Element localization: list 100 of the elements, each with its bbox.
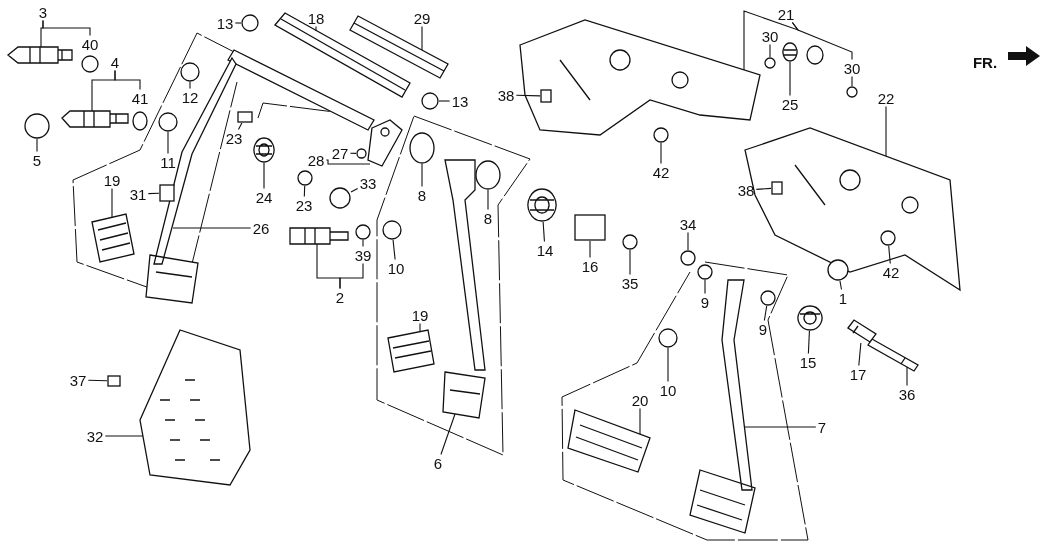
callout-number: 25 [780,96,800,112]
bushing-drawing [241,14,259,32]
leader-line [639,407,641,435]
cap-drawing [382,220,402,240]
callout-number: 19 [410,307,430,323]
leader-line [589,240,591,259]
callout-number: 28 [306,152,326,168]
accelerator-pedal-drawing [689,279,756,534]
leader-line [687,231,689,251]
pedal-bracket-drawing [519,19,761,136]
leader-line [36,138,38,153]
leader-line [172,227,252,229]
leader-line [362,239,364,248]
bolt-drawing [867,338,919,372]
leader-line [763,305,768,322]
bushing-drawing [421,92,439,110]
nut-drawing [355,224,371,240]
bolt-drawing [107,375,121,387]
nut-drawing [356,148,367,159]
leader-line [189,81,191,90]
callout-number: 35 [620,275,640,291]
callout-number: 8 [416,187,428,203]
switch-drawing [6,46,73,64]
cover-drawing [139,329,251,486]
callout-number: 5 [31,152,43,168]
nut-drawing [297,170,313,186]
callout-number: 34 [678,216,698,232]
leader-line [419,322,421,333]
leader-line [438,100,451,102]
callout-number: 9 [757,321,769,337]
callout-number: 32 [85,428,105,444]
callout-number: 14 [535,242,555,258]
leader-line [769,43,771,58]
nut-drawing [622,234,638,250]
leader-line [42,19,91,37]
leader-line [104,435,144,437]
callout-number: 22 [876,90,896,106]
callout-number: 33 [358,175,378,191]
callout-number: 16 [580,258,600,274]
callout-number: 1 [837,290,849,306]
callout-number: 42 [881,264,901,280]
leader-line [858,342,862,367]
callout-number: 41 [130,90,150,106]
callout-number: 12 [180,89,200,105]
leader-line [315,25,317,32]
bushing-drawing [697,264,713,280]
callout-number: 30 [760,28,780,44]
bushing-drawing [760,290,776,306]
callout-number: 19 [102,172,122,188]
nut-drawing [680,250,696,266]
spring-drawing [797,305,823,331]
callout-number: 15 [798,354,818,370]
cap-drawing [329,187,351,209]
callout-number: 38 [496,87,516,103]
leader-line [743,10,800,71]
callout-number: 37 [68,372,88,388]
leader-line [167,131,169,155]
leader-line [349,152,357,154]
leader-line [667,347,669,383]
leader-line [906,366,908,387]
leader-line [807,330,810,355]
leader-line [629,249,631,276]
callout-number: 6 [432,455,444,471]
pedal-pad-drawing [91,213,135,263]
leader-line [87,379,108,382]
callout-number: 17 [848,366,868,382]
leader-line [147,192,160,195]
leader-line [325,159,371,165]
callout-number: 8 [482,210,494,226]
switch-drawing [61,110,129,128]
leader-line [114,69,141,91]
spring-drawing [253,137,275,163]
callout-number: 18 [306,10,326,26]
callout-number: 2 [334,289,346,305]
lever-plate-drawing [367,119,403,167]
leader-line [421,163,423,188]
leader-line [487,189,489,211]
tube-drawing [349,15,449,79]
sleeve-drawing [847,319,877,343]
callout-number: 13 [215,15,235,31]
callout-number: 36 [897,386,917,402]
clutch-pedal-drawing [442,159,486,419]
bushing-drawing [409,132,435,164]
bushing-drawing [475,160,501,190]
callout-number: 40 [80,36,100,52]
leader-line [789,61,791,97]
leader-line [303,185,306,198]
pedal-pad-drawing [567,409,651,473]
leader-line [744,426,817,428]
cap-drawing [658,328,678,348]
callout-number: 27 [330,145,350,161]
leader-line [339,262,364,290]
callout-number: 20 [630,392,650,408]
leader-line [704,279,706,295]
leader-line [839,280,843,291]
callout-number: 31 [128,186,148,202]
leader-line [392,239,396,261]
leader-line [440,413,456,456]
leader-line [851,75,853,87]
callout-number: 29 [412,10,432,26]
